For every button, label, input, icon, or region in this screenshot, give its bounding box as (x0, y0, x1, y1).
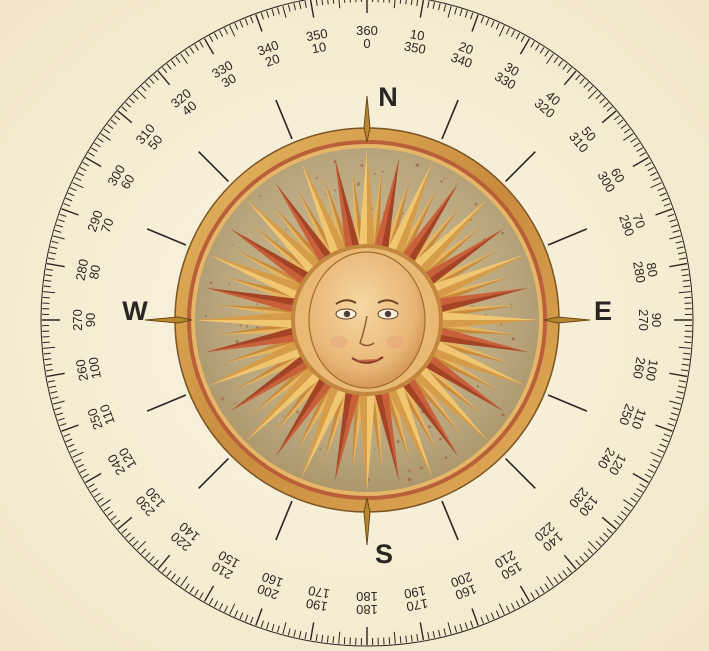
speckle (357, 183, 360, 186)
cardinal-east: E (594, 296, 612, 326)
degree-label-inner: 90 (83, 313, 98, 327)
degree-label: 180180 (356, 589, 378, 617)
speckle (396, 440, 399, 443)
speckle (360, 164, 363, 167)
speckle (246, 325, 249, 328)
speckle (439, 438, 442, 441)
speckle (259, 195, 261, 197)
speckle (319, 448, 321, 450)
speckle (408, 470, 411, 473)
sun-face-icon (309, 252, 425, 388)
speckle (358, 182, 360, 184)
speckle (235, 340, 239, 344)
speckle (444, 177, 446, 179)
speckle (440, 180, 443, 183)
speckle (205, 315, 207, 317)
degree-label-inner: 270 (636, 309, 651, 331)
speckle (500, 324, 502, 326)
degree-label-inner: 80 (86, 264, 103, 281)
speckle (477, 385, 480, 388)
speckle (405, 471, 406, 472)
speckle (374, 448, 375, 449)
speckle (316, 177, 318, 179)
speckle (226, 364, 227, 365)
speckle (234, 403, 236, 405)
speckle (210, 281, 213, 284)
speckle (277, 241, 278, 242)
speckle (510, 303, 512, 305)
speckle (282, 415, 283, 416)
speckle (231, 244, 233, 246)
speckle (285, 229, 287, 231)
speckle (240, 324, 242, 326)
speckle (475, 203, 478, 206)
degree-label-inner: 0 (363, 36, 370, 51)
cardinal-south: S (375, 539, 393, 569)
speckle (221, 397, 224, 400)
speckle (237, 379, 238, 380)
speckle (335, 198, 336, 199)
cardinal-west: W (122, 296, 148, 326)
speckle (374, 173, 376, 175)
speckle (445, 456, 448, 459)
speckle (501, 232, 504, 235)
speckle (382, 171, 384, 173)
speckle (298, 465, 299, 466)
speckle (420, 467, 423, 470)
cardinal-north: N (378, 82, 398, 112)
speckle (296, 411, 299, 414)
speckle (256, 303, 258, 305)
speckle (416, 164, 420, 168)
speckle (334, 189, 336, 191)
speckle (511, 307, 513, 309)
speckle (228, 284, 230, 286)
speckle (502, 413, 505, 416)
speckle (408, 478, 411, 481)
speckle (324, 194, 326, 196)
speckle (428, 425, 431, 428)
degree-label-inner: 180 (356, 589, 378, 604)
speckle (512, 337, 515, 340)
degree-label-inner: 10 (311, 39, 328, 56)
